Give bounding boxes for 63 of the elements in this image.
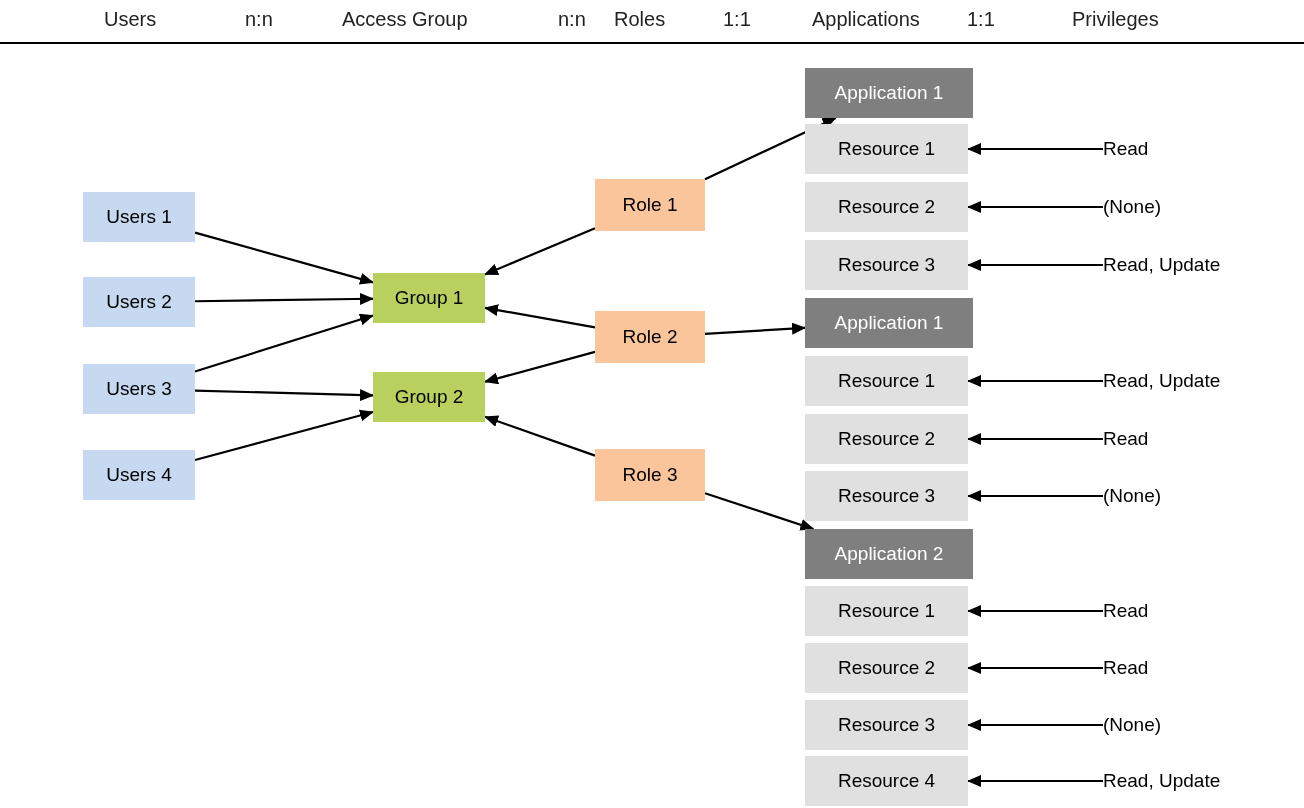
arrow xyxy=(484,415,596,457)
resource-box: Resource 1 xyxy=(805,124,968,174)
arrow xyxy=(194,389,374,402)
privilege-label: Read, Update xyxy=(1103,768,1221,794)
column-header: 1:1 xyxy=(967,7,995,32)
resource-box: Resource 3 xyxy=(805,471,968,521)
arrow xyxy=(195,292,374,305)
arrow xyxy=(967,490,1103,502)
group-box: Group 2 xyxy=(373,372,485,422)
application-box: Application 1 xyxy=(805,68,973,118)
arrow xyxy=(967,433,1103,445)
arrow xyxy=(194,409,374,461)
arrow xyxy=(704,117,837,181)
arrow xyxy=(967,375,1103,387)
role-box: Role 1 xyxy=(595,179,705,231)
column-header: n:n xyxy=(558,7,586,32)
resource-box: Resource 2 xyxy=(805,414,968,464)
privilege-label: (None) xyxy=(1103,194,1162,220)
privilege-label: Read, Update xyxy=(1103,368,1221,394)
privilege-label: (None) xyxy=(1103,712,1162,738)
arrow xyxy=(704,492,815,531)
column-header: Users xyxy=(104,7,157,32)
user-box: Users 1 xyxy=(83,192,195,242)
resource-box: Resource 3 xyxy=(805,700,968,750)
arrow xyxy=(967,259,1103,271)
role-box: Role 3 xyxy=(595,449,705,501)
arrow xyxy=(967,719,1103,731)
arrow xyxy=(967,605,1103,617)
column-header: n:n xyxy=(245,7,273,32)
resource-box: Resource 2 xyxy=(805,643,968,693)
user-box: Users 4 xyxy=(83,450,195,500)
column-header: Applications xyxy=(812,7,920,32)
column-header: Roles xyxy=(614,7,666,32)
arrow xyxy=(484,227,596,276)
application-box: Application 1 xyxy=(805,298,973,348)
resource-box: Resource 3 xyxy=(805,240,968,290)
column-header: 1:1 xyxy=(723,7,751,32)
resource-box: Resource 1 xyxy=(805,356,968,406)
arrow xyxy=(194,313,374,373)
arrow xyxy=(967,775,1103,787)
arrow xyxy=(484,304,596,329)
user-box: Users 3 xyxy=(83,364,195,414)
arrow xyxy=(484,350,596,385)
group-box: Group 1 xyxy=(373,273,485,323)
arrow xyxy=(967,662,1103,674)
arrow xyxy=(194,231,374,285)
resource-box: Resource 1 xyxy=(805,586,968,636)
application-box: Application 2 xyxy=(805,529,973,579)
privilege-label: Read, Update xyxy=(1103,252,1221,278)
resource-box: Resource 2 xyxy=(805,182,968,232)
column-header: Privileges xyxy=(1072,7,1159,32)
column-header: Access Group xyxy=(342,7,468,32)
resource-box: Resource 4 xyxy=(805,756,968,806)
user-box: Users 2 xyxy=(83,277,195,327)
arrow xyxy=(704,322,806,335)
arrow xyxy=(967,143,1103,155)
privilege-label: (None) xyxy=(1103,483,1162,509)
privilege-label: Read xyxy=(1103,136,1149,162)
role-box: Role 2 xyxy=(595,311,705,363)
privilege-label: Read xyxy=(1103,426,1149,452)
arrow xyxy=(967,201,1103,213)
privilege-label: Read xyxy=(1103,655,1149,681)
privilege-label: Read xyxy=(1103,598,1149,624)
